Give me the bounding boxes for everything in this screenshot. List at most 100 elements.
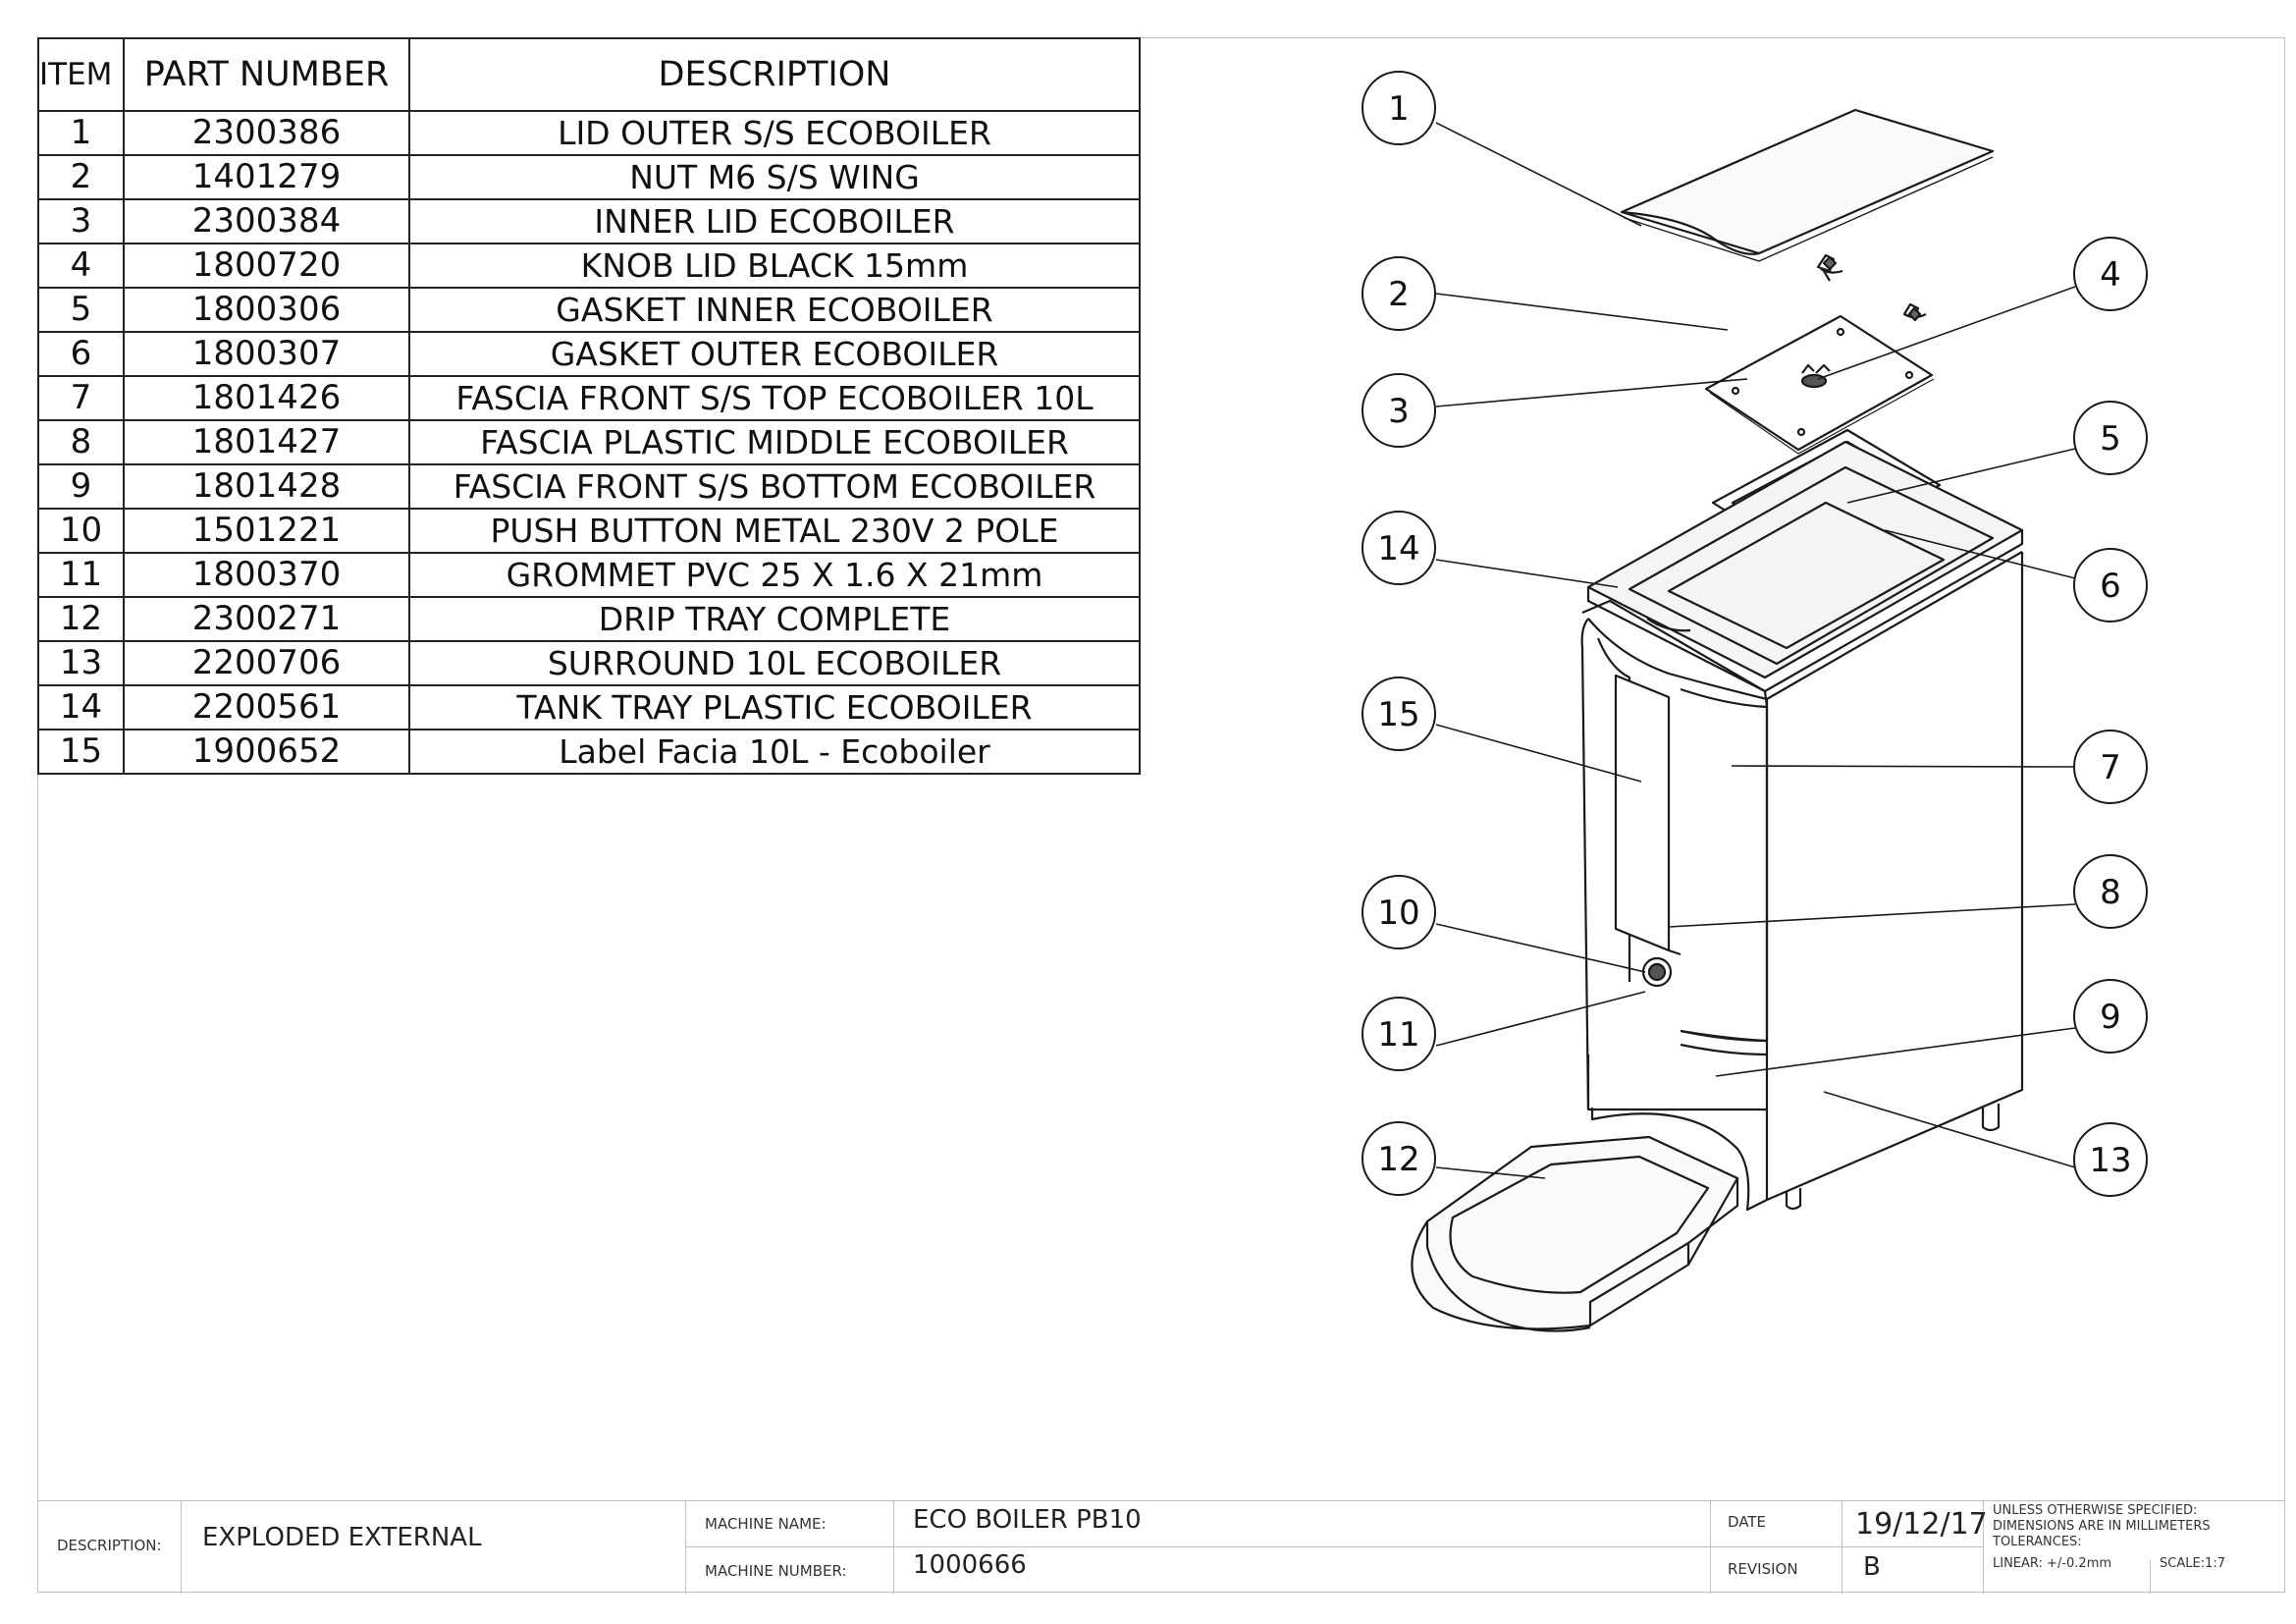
balloon-number: 5 bbox=[2100, 419, 2121, 459]
bom-part-number: 1800306 bbox=[123, 287, 410, 333]
bom-part-number: 1800307 bbox=[123, 331, 410, 377]
bom-part-number: 2200561 bbox=[123, 684, 410, 731]
balloon-circle bbox=[1362, 373, 1436, 448]
bom-item-no: 7 bbox=[37, 375, 125, 421]
notes-line-4: LINEAR: +/-0.2mm bbox=[1993, 1556, 2112, 1571]
revision-label: REVISION bbox=[1728, 1560, 1798, 1578]
balloon-circle bbox=[2073, 401, 2148, 475]
balloon-number: 14 bbox=[1377, 529, 1419, 568]
bom-part-number: 1501221 bbox=[123, 508, 410, 554]
bom-part-number: 1900652 bbox=[123, 729, 410, 775]
leader-lines bbox=[1435, 122, 2076, 1179]
bom-item-no: 9 bbox=[37, 463, 125, 510]
bom-part-number: 2300384 bbox=[123, 198, 410, 244]
bom-description: GASKET INNER ECOBOILER bbox=[408, 287, 1141, 333]
balloon-number: 15 bbox=[1377, 695, 1419, 734]
inner-lid-part bbox=[1704, 314, 1935, 455]
balloon-circle bbox=[2073, 730, 2148, 804]
balloon-7: 7 bbox=[2073, 730, 2148, 804]
balloon-circle bbox=[2073, 237, 2148, 311]
bom-description: PUSH BUTTON METAL 230V 2 POLE bbox=[408, 508, 1141, 554]
bom-description: FASCIA FRONT S/S TOP ECOBOILER 10L bbox=[408, 375, 1141, 421]
balloon-number: 12 bbox=[1377, 1140, 1419, 1179]
tank-tray-part bbox=[1586, 440, 2024, 693]
bom-description: SURROUND 10L ECOBOILER bbox=[408, 640, 1141, 686]
bom-item-no: 12 bbox=[37, 596, 125, 642]
bom-part-number: 1801428 bbox=[123, 463, 410, 510]
bom-description: GASKET OUTER ECOBOILER bbox=[408, 331, 1141, 377]
balloon-number: 7 bbox=[2100, 748, 2121, 787]
bom-description: Label Facia 10L - Ecoboiler bbox=[408, 729, 1141, 775]
drawing-frame bbox=[37, 37, 2285, 1593]
machine-name-label: MACHINE NAME: bbox=[705, 1515, 827, 1533]
notes-line-3: TOLERANCES: bbox=[1993, 1535, 2082, 1549]
machine-number-value: 1000666 bbox=[913, 1550, 1027, 1580]
bom-description: INNER LID ECOBOILER bbox=[408, 198, 1141, 244]
bom-header-row: ITEM NO. PART NUMBER DESCRIPTION bbox=[37, 37, 1141, 112]
machine-number-label: MACHINE NUMBER: bbox=[705, 1562, 847, 1580]
balloon-number: 3 bbox=[1388, 392, 1410, 431]
balloon-2: 2 bbox=[1362, 256, 1436, 331]
header-description: DESCRIPTION bbox=[408, 37, 1141, 112]
bom-item-no: 11 bbox=[37, 552, 125, 598]
outer-lid-part bbox=[1620, 108, 1995, 262]
bom-part-number: 2300271 bbox=[123, 596, 410, 642]
bom-item-no: 13 bbox=[37, 640, 125, 686]
balloon-circle bbox=[1362, 71, 1436, 145]
description-label: DESCRIPTION: bbox=[57, 1537, 162, 1554]
balloon-number: 1 bbox=[1388, 89, 1410, 129]
balloon-circle bbox=[1362, 511, 1436, 585]
bom-item-no: 10 bbox=[37, 508, 125, 554]
date-label: DATE bbox=[1728, 1513, 1767, 1531]
bom-item-no: 1 bbox=[37, 110, 125, 156]
bom-item-no: 14 bbox=[37, 684, 125, 731]
balloon-9: 9 bbox=[2073, 979, 2148, 1054]
bom-part-number: 1401279 bbox=[123, 154, 410, 200]
balloon-circle bbox=[2073, 1122, 2148, 1197]
bom-description: GROMMET PVC 25 X 1.6 X 21mm bbox=[408, 552, 1141, 598]
balloon-11: 11 bbox=[1362, 997, 1436, 1071]
balloon-circle bbox=[1362, 256, 1436, 331]
bom-description: TANK TRAY PLASTIC ECOBOILER bbox=[408, 684, 1141, 731]
bom-item-no: 3 bbox=[37, 198, 125, 244]
bom-item-no: 4 bbox=[37, 243, 125, 289]
balloon-number: 6 bbox=[2100, 567, 2121, 606]
balloon-circle bbox=[2073, 979, 2148, 1054]
bom-description: NUT M6 S/S WING bbox=[408, 154, 1141, 200]
balloon-circle bbox=[2073, 548, 2148, 623]
wing-nuts-part bbox=[1816, 253, 1927, 322]
balloon-circle bbox=[2073, 854, 2148, 929]
balloon-circle bbox=[1362, 1121, 1436, 1196]
description-value: EXPLODED EXTERNAL bbox=[202, 1523, 482, 1552]
boiler-body-part bbox=[1580, 551, 2024, 1212]
revision-value: B bbox=[1863, 1552, 1881, 1582]
balloon-1: 1 bbox=[1362, 71, 1436, 145]
header-part-number: PART NUMBER bbox=[123, 37, 410, 112]
balloon-15: 15 bbox=[1362, 677, 1436, 751]
balloon-number: 11 bbox=[1377, 1015, 1419, 1055]
balloon-10: 10 bbox=[1362, 875, 1436, 949]
balloon-number: 2 bbox=[1388, 275, 1410, 314]
bom-description: DRIP TRAY COMPLETE bbox=[408, 596, 1141, 642]
balloon-12: 12 bbox=[1362, 1121, 1436, 1196]
bom-part-number: 2300386 bbox=[123, 110, 410, 156]
balloon-circle bbox=[1362, 997, 1436, 1071]
machine-name-value: ECO BOILER PB10 bbox=[913, 1505, 1142, 1535]
notes-line-1: UNLESS OTHERWISE SPECIFIED: bbox=[1993, 1503, 2198, 1518]
balloon-5: 5 bbox=[2073, 401, 2148, 475]
balloon-number: 10 bbox=[1377, 893, 1419, 933]
bom-item-no: 8 bbox=[37, 419, 125, 465]
balloon-number: 4 bbox=[2100, 255, 2121, 295]
